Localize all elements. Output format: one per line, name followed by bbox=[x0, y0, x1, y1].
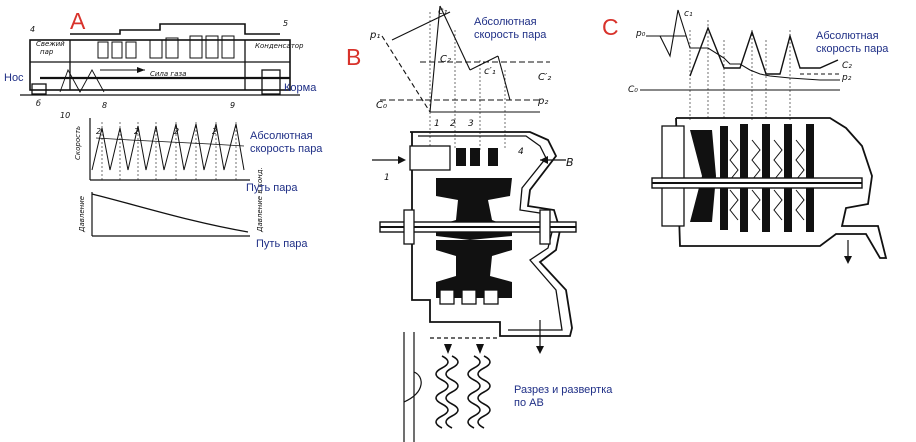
svg-text:Свежий: Свежий bbox=[36, 40, 65, 48]
svg-text:пар: пар bbox=[40, 48, 54, 56]
panel-c-letter: C bbox=[602, 14, 619, 40]
svg-text:9: 9 bbox=[230, 101, 235, 110]
panel-a-abs-velocity-label: Абсолютная скорость пара bbox=[250, 130, 323, 155]
svg-text:p₂: p₂ bbox=[841, 73, 852, 83]
svg-text:8: 8 bbox=[102, 101, 107, 110]
svg-text:2: 2 bbox=[174, 127, 179, 136]
svg-text:C₀: C₀ bbox=[376, 100, 387, 111]
svg-text:В: В bbox=[566, 156, 574, 169]
panel-b-velocity-diagram: p₁ c₁ C₂ c′₁ C′₂ p₂ C₀ bbox=[369, 5, 551, 150]
panel-b-abs-velocity-label: Абсолютная скорость пара bbox=[474, 16, 547, 41]
svg-text:Сила газа: Сила газа bbox=[150, 70, 186, 78]
svg-text:c₁: c₁ bbox=[438, 6, 448, 17]
panel-a-steam-path-label-2: Путь пара bbox=[256, 238, 308, 250]
svg-text:Давление в конд.: Давление в конд. bbox=[256, 167, 264, 233]
panel-b-section-label: Разрез и развертка по АВ bbox=[514, 384, 613, 409]
svg-text:1: 1 bbox=[434, 119, 440, 129]
panel-a-steam-path-label-1: Путь пара bbox=[246, 182, 298, 194]
svg-text:10: 10 bbox=[60, 111, 70, 120]
svg-text:1: 1 bbox=[384, 173, 390, 183]
svg-text:C₂: C₂ bbox=[842, 61, 852, 71]
panel-b-blade-development bbox=[403, 332, 500, 442]
svg-text:C′₂: C′₂ bbox=[538, 72, 551, 83]
panel-a-bow-label: Нос bbox=[4, 72, 24, 84]
panel-a-pressure-chart: Давление Давление в конд. bbox=[78, 167, 264, 237]
svg-text:c′₁: c′₁ bbox=[484, 66, 496, 77]
panel-a-stern-label: Корма bbox=[284, 82, 317, 94]
svg-text:Конденсатор: Конденсатор bbox=[255, 42, 304, 50]
svg-text:б: б bbox=[36, 99, 41, 108]
panel-c-section-drawing bbox=[651, 117, 888, 264]
panel-a-letter: A bbox=[70, 8, 86, 34]
panel-c-abs-velocity-label: Абсолютная скорость пара bbox=[816, 30, 889, 55]
svg-text:5: 5 bbox=[283, 19, 288, 28]
panel-a-velocity-chart: 2 2 2 2 Скорость bbox=[74, 118, 250, 181]
svg-text:p₁: p₁ bbox=[369, 30, 380, 41]
svg-text:C₀: C₀ bbox=[628, 85, 638, 95]
svg-text:2: 2 bbox=[134, 127, 139, 136]
svg-text:p₂: p₂ bbox=[537, 96, 548, 107]
svg-text:2: 2 bbox=[96, 127, 101, 136]
svg-text:p₀: p₀ bbox=[635, 29, 646, 39]
panel-b-letter: B bbox=[346, 44, 362, 70]
svg-text:C₂: C₂ bbox=[440, 54, 451, 65]
panel-c-chart: p₀ c₁ C₀ C₂ p₂ bbox=[628, 9, 852, 120]
panel-a-drawing: Свежий пар Конденсатор Сила газа б 8 9 1… bbox=[20, 19, 304, 120]
svg-text:c₁: c₁ bbox=[684, 9, 693, 19]
svg-text:Скорость: Скорость bbox=[74, 126, 82, 160]
svg-text:4: 4 bbox=[30, 25, 35, 34]
svg-text:2: 2 bbox=[212, 127, 217, 136]
svg-text:Давление: Давление bbox=[78, 196, 86, 233]
svg-text:3: 3 bbox=[468, 119, 474, 129]
panel-b-section-drawing: 1 1 2 3 4 В bbox=[372, 119, 577, 354]
svg-text:2: 2 bbox=[450, 119, 456, 129]
svg-text:4: 4 bbox=[518, 147, 524, 157]
